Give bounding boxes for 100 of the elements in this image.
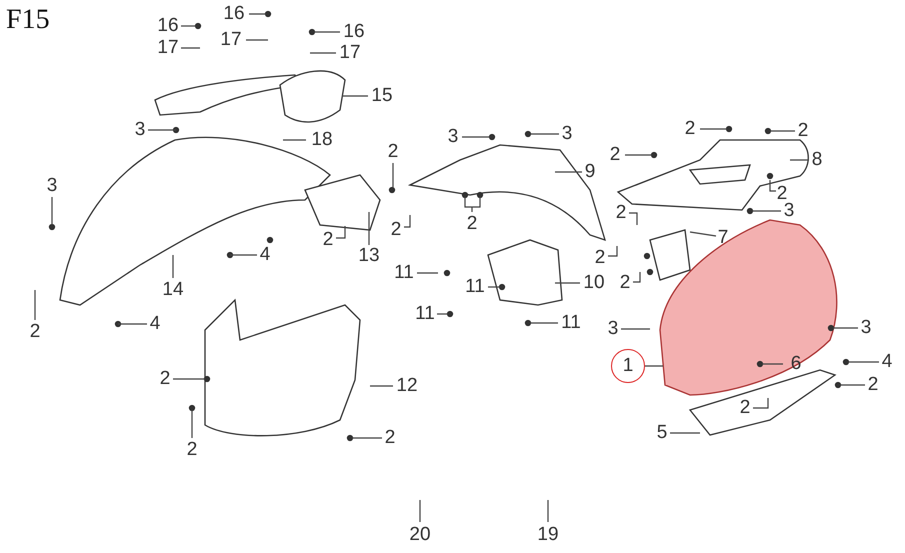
callout-number: 2 [390, 220, 402, 240]
callout-number: 10 [583, 273, 605, 293]
callout-number: 2 [798, 121, 808, 141]
callout-number: 3 [46, 176, 58, 196]
callout-number: 2 [616, 203, 626, 223]
callout-number: 2 [684, 119, 696, 139]
leader-line [555, 282, 580, 284]
callout-number: 3 [448, 127, 458, 147]
leader-line [191, 410, 193, 438]
callout-number: 2 [160, 369, 170, 389]
leader-line [530, 322, 558, 324]
leader-line [488, 286, 500, 288]
leader-line [404, 215, 411, 228]
callout-number: 2 [740, 398, 750, 418]
leader-line [670, 432, 700, 434]
callout-number: 11 [394, 263, 414, 283]
callout-number: 4 [150, 314, 160, 334]
callout-number: 3 [608, 319, 618, 339]
callout-number: 2 [388, 142, 398, 162]
leader-line [633, 272, 641, 283]
callout-number: 2 [868, 375, 878, 395]
leader-line [283, 139, 306, 141]
leader-line [34, 290, 36, 320]
callout-number: 2 [466, 214, 478, 234]
leader-line [645, 365, 663, 367]
leader-line [370, 385, 393, 387]
callout-number: 8 [812, 150, 822, 170]
leader-line [770, 130, 795, 132]
callout-number: 5 [656, 423, 668, 443]
leader-line [314, 31, 340, 33]
callout-number: 4 [260, 245, 270, 265]
leader-line [352, 437, 382, 439]
callout-number: 16 [157, 16, 179, 36]
callout-number: 12 [396, 376, 418, 396]
callout-number: 13 [358, 246, 380, 266]
leader-line [762, 363, 783, 365]
callout-number: 15 [371, 86, 393, 106]
leader-line [118, 323, 147, 325]
callout-number: 14 [162, 280, 184, 300]
leader-line [249, 13, 266, 15]
callout-number: 2 [30, 322, 40, 342]
leader-line [310, 52, 336, 54]
callout-number: 4 [882, 352, 892, 372]
callout-number: 3 [860, 318, 872, 338]
leader-line [555, 171, 582, 173]
callout-number: 2 [610, 145, 620, 165]
callout-number: 17 [220, 30, 242, 50]
leader-line [437, 313, 448, 315]
leader-line [769, 180, 776, 192]
callout-number: 2 [186, 440, 198, 460]
leader-line [608, 246, 618, 257]
leader-line [368, 212, 370, 245]
leader-line [392, 163, 394, 188]
leader-line [419, 500, 421, 522]
callout-number: 17 [339, 43, 361, 63]
callout-number: 2 [620, 273, 630, 293]
callout-number: 2 [384, 428, 396, 448]
callout-number: 3 [562, 124, 572, 144]
callout-number: 3 [134, 120, 146, 140]
callout-number: 2 [776, 184, 788, 204]
callout-number: 1 [611, 349, 645, 383]
leader-line [464, 196, 481, 212]
leader-line [621, 328, 650, 330]
leader-line [530, 133, 559, 135]
leader-line [462, 136, 490, 138]
leader-line [246, 39, 268, 41]
leader-line [148, 129, 176, 131]
leader-line [336, 226, 346, 239]
leader-line [848, 361, 879, 363]
leader-line [173, 378, 205, 380]
callout-number: 3 [784, 201, 794, 221]
leader-line [752, 210, 781, 212]
leader-line [840, 384, 865, 386]
leader-line [629, 212, 638, 225]
callout-number: 9 [584, 162, 596, 182]
leader-line [172, 255, 174, 278]
callout-number: 11 [465, 277, 485, 297]
callout-number: 19 [537, 525, 559, 545]
leader-line [181, 47, 200, 49]
leader-line [753, 398, 769, 409]
callout-number: 17 [157, 38, 179, 58]
leader-line [690, 231, 716, 237]
callout-number: 20 [409, 525, 431, 545]
leader-line [790, 159, 809, 161]
leader-line [51, 197, 53, 225]
callout-number: 7 [718, 228, 728, 248]
callout-number: 16 [343, 22, 365, 42]
callout-number: 18 [311, 130, 333, 150]
callout-number: 11 [561, 313, 581, 333]
leader-line [700, 128, 727, 130]
leader-line [625, 154, 652, 156]
callout-number: 11 [415, 304, 435, 324]
callout-number: 2 [322, 230, 334, 250]
leader-line [417, 272, 438, 274]
leader-line [342, 95, 368, 97]
figure-title: F15 [6, 4, 50, 36]
callout-number: 16 [223, 4, 245, 24]
leader-line [547, 500, 549, 522]
callout-number: 2 [594, 248, 606, 268]
leader-line [181, 25, 196, 27]
